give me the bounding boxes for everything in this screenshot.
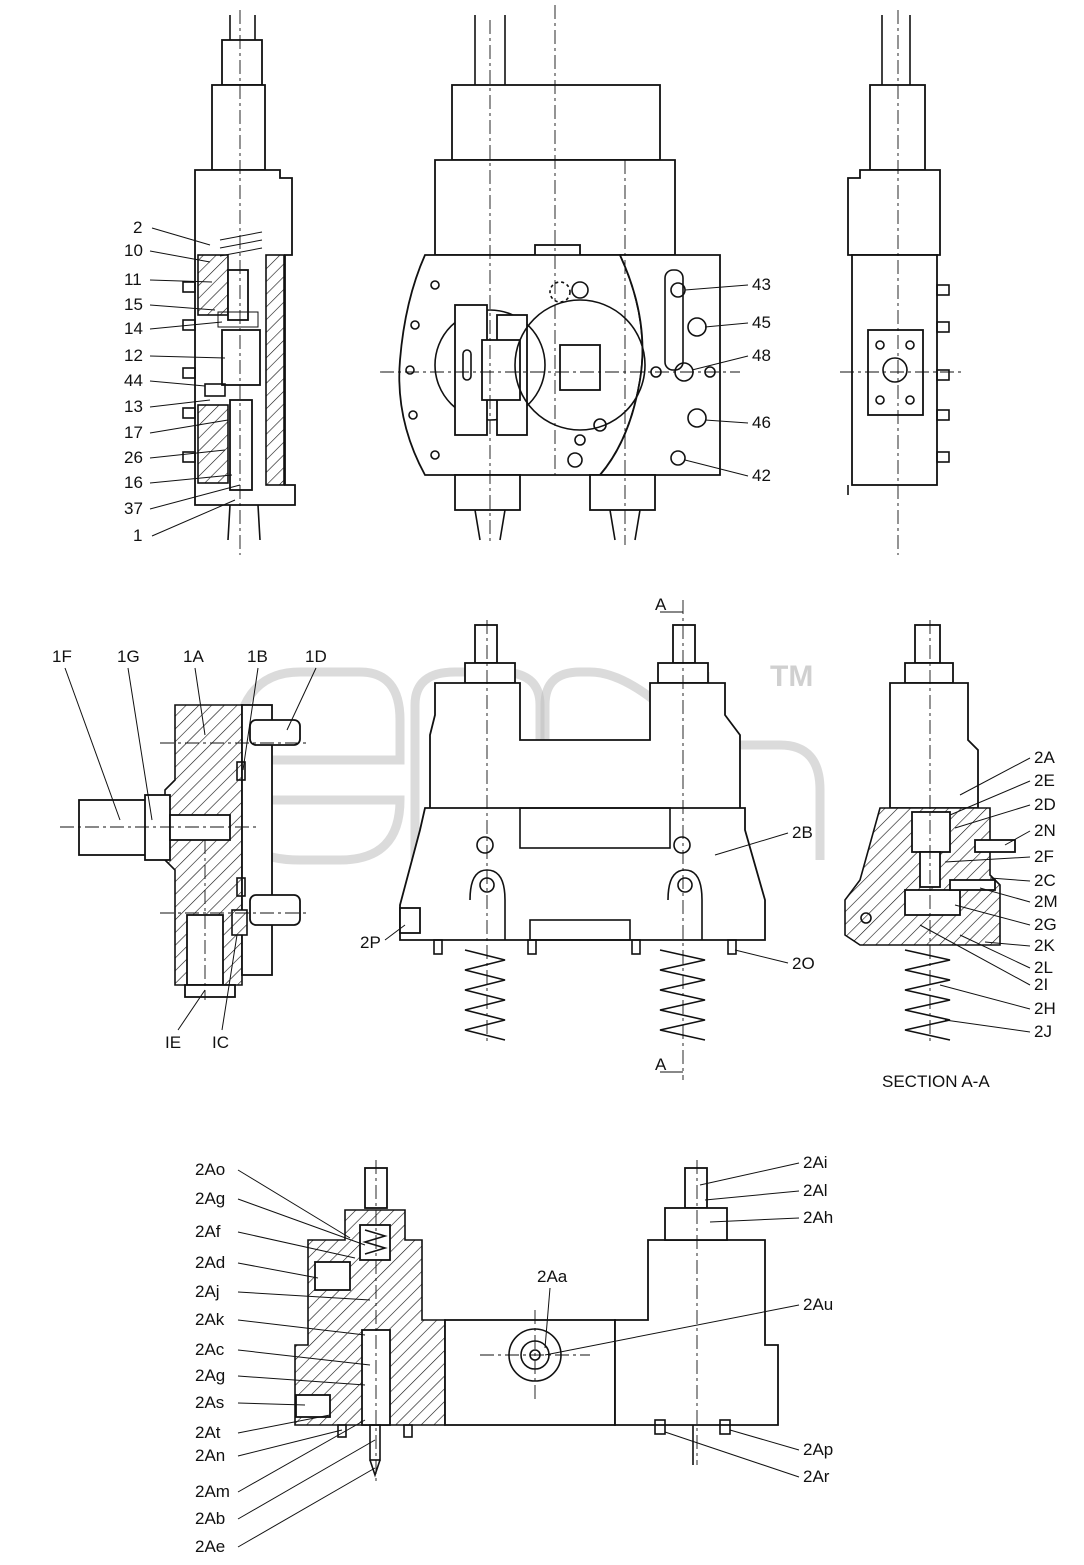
part-label: 2N xyxy=(1034,821,1056,840)
part-label: 26 xyxy=(124,448,143,467)
bottom-left-labels: 2Ao 2Ag 2Af 2Ad 2Aj 2Ak 2Ac 2Ag 2As 2At … xyxy=(195,1160,376,1556)
part-label: IC xyxy=(212,1033,229,1052)
part-label: 2Ap xyxy=(803,1440,833,1459)
part-label: 2Ah xyxy=(803,1208,833,1227)
part-label: 1D xyxy=(305,647,327,666)
part-label: 45 xyxy=(752,313,771,332)
part-label: 13 xyxy=(124,397,143,416)
part-label: 2J xyxy=(1034,1022,1052,1041)
part-label: 2As xyxy=(195,1393,224,1412)
part-label: 16 xyxy=(124,473,143,492)
part-label: 42 xyxy=(752,466,771,485)
part-label: 15 xyxy=(124,295,143,314)
part-label: 1F xyxy=(52,647,72,666)
part-label: 2O xyxy=(792,954,815,973)
section-caption: SECTION A-A xyxy=(882,1072,990,1091)
part-label: 2Aa xyxy=(537,1267,568,1286)
section-a-a-labels: 2A 2E 2D 2N 2F 2C 2M 2G 2K 2L 2I 2H 2J S… xyxy=(882,748,1058,1091)
part-label: 46 xyxy=(752,413,771,432)
part-label: 43 xyxy=(752,275,771,294)
part-label: 2Ab xyxy=(195,1509,225,1528)
mid-left-section-view xyxy=(60,704,310,1000)
section-mark: A xyxy=(655,1055,667,1074)
part-label: 2Ar xyxy=(803,1467,830,1486)
mid-center-front-view: A A xyxy=(399,595,766,1080)
part-label: 1A xyxy=(183,647,204,666)
part-label: 1G xyxy=(117,647,140,666)
part-label: 10 xyxy=(124,241,143,260)
part-label: 2C xyxy=(1034,871,1056,890)
part-label: 12 xyxy=(124,346,143,365)
part-label: 11 xyxy=(124,270,142,289)
part-label: 14 xyxy=(124,319,143,338)
part-label: 2Au xyxy=(803,1295,833,1314)
part-label: 2P xyxy=(360,933,381,952)
part-label: 2Ag xyxy=(195,1189,225,1208)
part-label: 2A xyxy=(1034,748,1055,767)
part-label: 37 xyxy=(124,499,143,518)
trademark-mark: TM xyxy=(770,660,813,693)
part-label: 44 xyxy=(124,371,143,390)
top-center-front-view xyxy=(380,5,740,545)
part-label: 48 xyxy=(752,346,771,365)
top-left-labels: 2 10 11 15 14 12 44 13 17 26 16 37 1 xyxy=(124,218,241,545)
section-a-a-view xyxy=(844,620,1016,1045)
part-label: 2Ag xyxy=(195,1366,225,1385)
part-label: 2G xyxy=(1034,915,1057,934)
part-label: 2Ad xyxy=(195,1253,225,1272)
part-label: 2Ao xyxy=(195,1160,225,1179)
part-label: 2E xyxy=(1034,771,1055,790)
part-label: 17 xyxy=(124,423,143,442)
part-label: 2An xyxy=(195,1446,225,1465)
part-label: 2K xyxy=(1034,936,1055,955)
part-label: 2 xyxy=(133,218,142,237)
part-label: 2At xyxy=(195,1423,221,1442)
part-label: 2Af xyxy=(195,1222,221,1241)
part-label: IE xyxy=(165,1033,181,1052)
part-label: 2Al xyxy=(803,1181,828,1200)
part-label: 2B xyxy=(792,823,813,842)
part-label: 2Ae xyxy=(195,1537,225,1556)
part-label: 2Am xyxy=(195,1482,230,1501)
part-label: 2Ai xyxy=(803,1153,828,1172)
part-label: 1B xyxy=(247,647,268,666)
bottom-right-labels: 2Ai 2Al 2Ah 2Aa 2Au 2Ap 2Ar xyxy=(537,1153,833,1486)
part-label: 2Ak xyxy=(195,1310,225,1329)
part-label: 2L xyxy=(1034,958,1053,977)
top-left-side-view xyxy=(182,10,296,555)
part-label: 2H xyxy=(1034,999,1056,1018)
part-label: 2Aj xyxy=(195,1282,220,1301)
part-label: 2F xyxy=(1034,847,1054,866)
mid-left-labels: 1F 1G 1A 1B 1D IE IC xyxy=(52,647,327,1052)
part-label: 1 xyxy=(133,526,142,545)
section-mark: A xyxy=(655,595,667,614)
part-label: 2M xyxy=(1034,892,1058,911)
mid-center-labels: 2B 2P 2O xyxy=(360,823,815,973)
top-right-side-view xyxy=(840,10,965,555)
part-label: 2D xyxy=(1034,795,1056,814)
bottom-assembly-view xyxy=(294,1160,779,1485)
part-label: 2I xyxy=(1034,975,1048,994)
top-center-labels: 43 45 48 46 42 xyxy=(684,275,771,485)
part-label: 2Ac xyxy=(195,1340,225,1359)
